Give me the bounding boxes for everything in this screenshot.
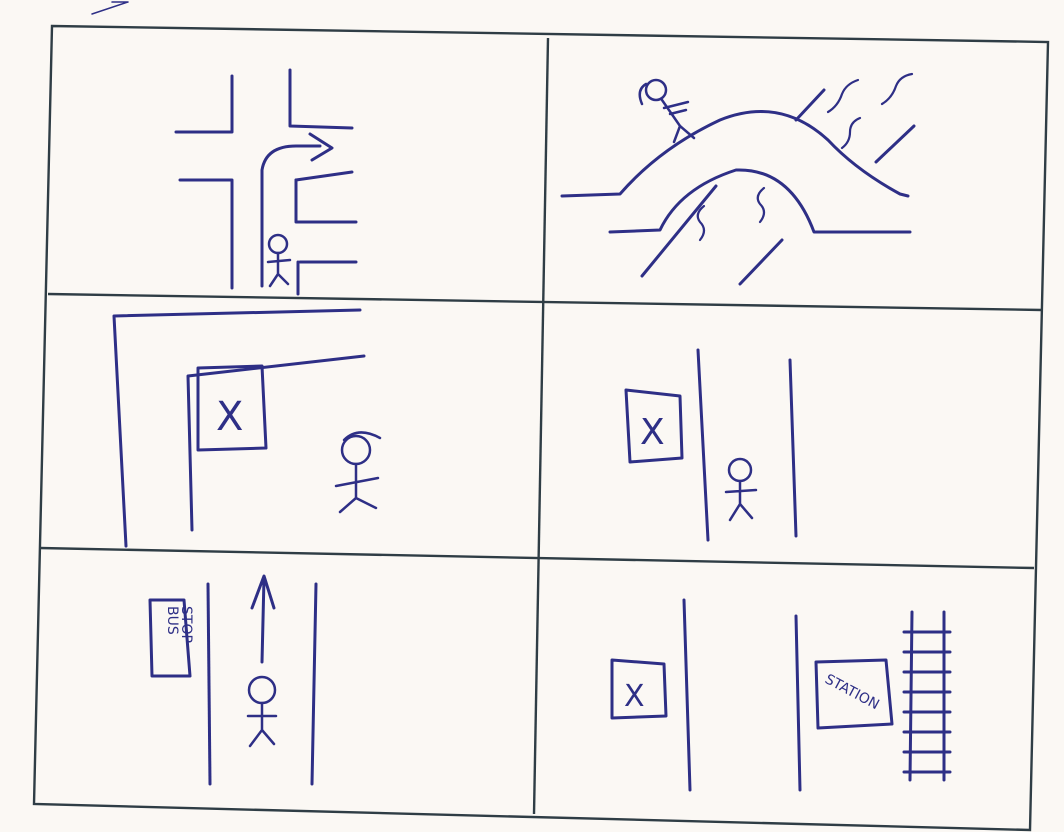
walker-figure-4 <box>726 459 756 520</box>
marker-x-3: X <box>624 679 645 714</box>
panel-station: X STATION <box>612 600 950 790</box>
station-sign: STATION <box>822 671 882 713</box>
walker-figure-5 <box>248 677 276 746</box>
walker-figure-2 <box>640 80 694 142</box>
bus-stop-sign-line2: STOP <box>178 606 194 643</box>
panel-bridge <box>562 74 914 284</box>
panel-corner-building: X <box>114 310 380 546</box>
marker-x-2: X <box>640 412 665 453</box>
walker-figure-1 <box>268 235 290 286</box>
grid-frame <box>34 26 1048 830</box>
panel-turn-right <box>176 70 356 294</box>
panel-left-of-road: X <box>626 350 796 540</box>
panel-bus-stop: BUS STOP <box>150 576 316 784</box>
walker-figure-3 <box>336 432 380 512</box>
corner-scribble <box>92 2 128 14</box>
marker-x-1: X <box>216 394 243 440</box>
bus-stop-sign-line1: BUS <box>164 606 180 635</box>
